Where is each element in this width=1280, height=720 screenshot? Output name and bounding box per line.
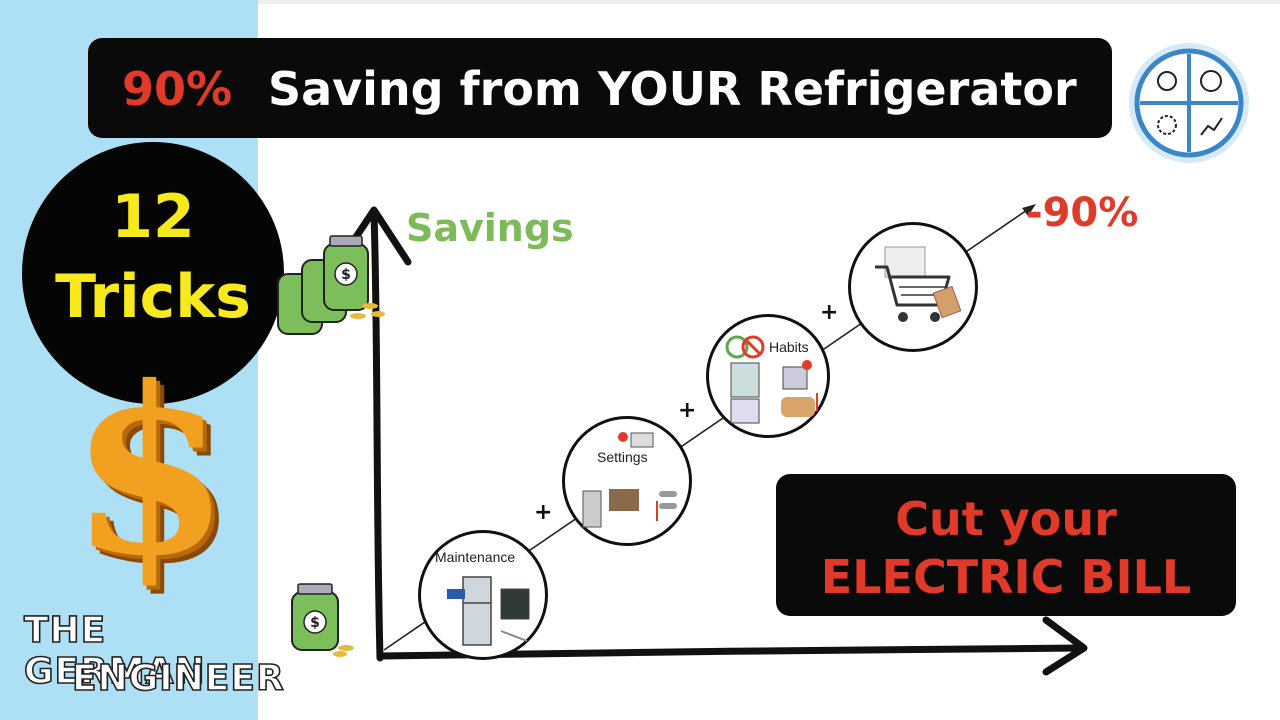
target-percent: -90% [1026,190,1139,236]
tricks-number: 12 [111,182,195,252]
plus-sign: + [534,500,553,525]
svg-text:$: $ [310,615,320,631]
x-axis-arrowhead [1042,616,1088,676]
top-divider [258,0,1280,4]
brand-logo: THE GERMAN ENGINEER [22,608,284,712]
svg-text:$: $ [341,267,351,283]
dollar-sign-icon: $ [69,337,231,607]
tricks-word: Tricks [55,262,251,332]
trend-arrowhead [1022,204,1036,216]
shopping-cart-icon [875,246,961,322]
tricks-badge: 12 Tricks [22,142,284,404]
thermometer-icon [582,432,677,528]
plus-sign: + [678,398,697,423]
y-axis [370,210,384,662]
fridge-icon [725,335,818,424]
step-label: Settings [597,449,648,465]
cta-line-2: ELECTRIC BILL [820,550,1192,604]
step-settings: Settings [562,416,692,546]
y-axis-label: Savings [406,206,574,250]
step-label: Habits [769,339,809,355]
title-percent: 90% [122,62,233,116]
cta-line-1: Cut your [895,492,1117,546]
step-maintenance: Maintenance [418,530,548,660]
money-jar-icon: $ [277,235,385,335]
step-habits: Habits [706,314,830,438]
title-text: Saving from YOUR Refrigerator [268,62,1077,116]
title-banner: 90% Saving from YOUR Refrigerator [88,38,1112,138]
cta-box: Cut your ELECTRIC BILL [776,474,1236,616]
step-shopping [848,222,978,352]
plus-sign: + [820,300,839,325]
brand-line-2: ENGINEER [71,657,285,700]
channel-logo-icon [1129,43,1249,163]
fridge-icon [447,576,530,646]
step-label: Maintenance [435,549,516,565]
brand-line-1: THE GERMAN [23,609,206,693]
money-jar-icon: $ [291,583,354,657]
